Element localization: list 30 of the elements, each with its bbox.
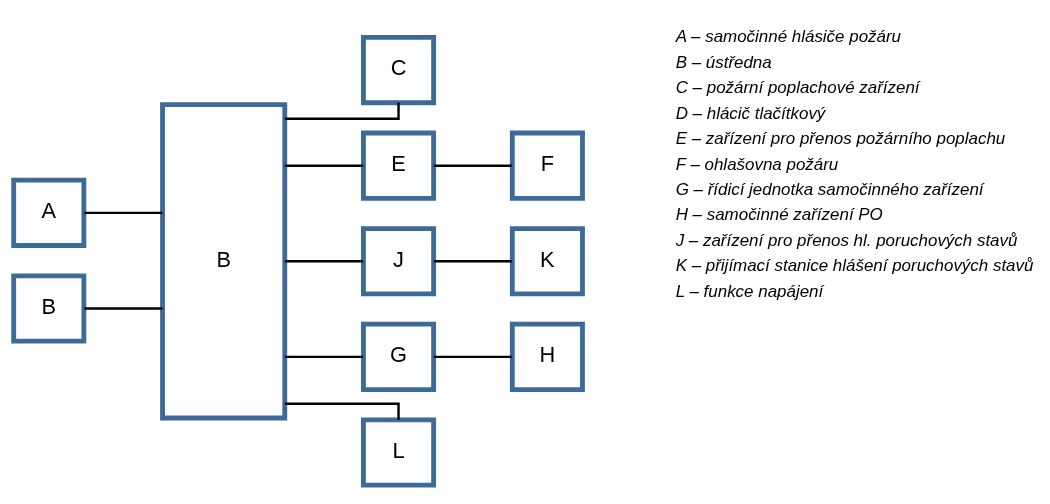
connector [284, 163, 364, 167]
label: K – přijímací stanice hlášení poruchových stavů [675, 255, 1034, 275]
connector [284, 355, 364, 358]
label: E – zařízení pro přenos požárního poplachu [675, 128, 1006, 148]
node-box: B [160, 101, 288, 420]
connector [433, 355, 512, 358]
node-box: B [11, 272, 87, 344]
label: A – samočinné hlásiče požáru [675, 26, 902, 46]
label: D – hlácič tlačítkový [675, 103, 826, 123]
label: L – funkce napájení [675, 281, 824, 301]
label: C – požární poplachové zařízení [675, 77, 920, 97]
node-box: E [361, 130, 437, 201]
label: B – ústředna [675, 52, 772, 72]
node-box: A [11, 177, 87, 248]
label: J – zařízení pro přenos hl. poruchových stavů [675, 230, 1018, 250]
connector [433, 163, 512, 167]
node-box: G [361, 321, 437, 392]
node-box: H [509, 321, 585, 392]
node-box: F [509, 130, 585, 201]
label: F – ohlašovna požáru [675, 154, 839, 174]
node-box: K [509, 225, 585, 296]
connector [84, 211, 163, 214]
label: H – samočinné zařízení PO [675, 204, 883, 224]
node-box: J [361, 225, 437, 296]
connector [284, 259, 364, 262]
connector [84, 306, 163, 310]
node-box: C [361, 34, 437, 105]
label: G – řídicí jednotka samočinného zařízení [675, 179, 984, 199]
node-box: L [361, 416, 437, 488]
connector [433, 259, 512, 262]
